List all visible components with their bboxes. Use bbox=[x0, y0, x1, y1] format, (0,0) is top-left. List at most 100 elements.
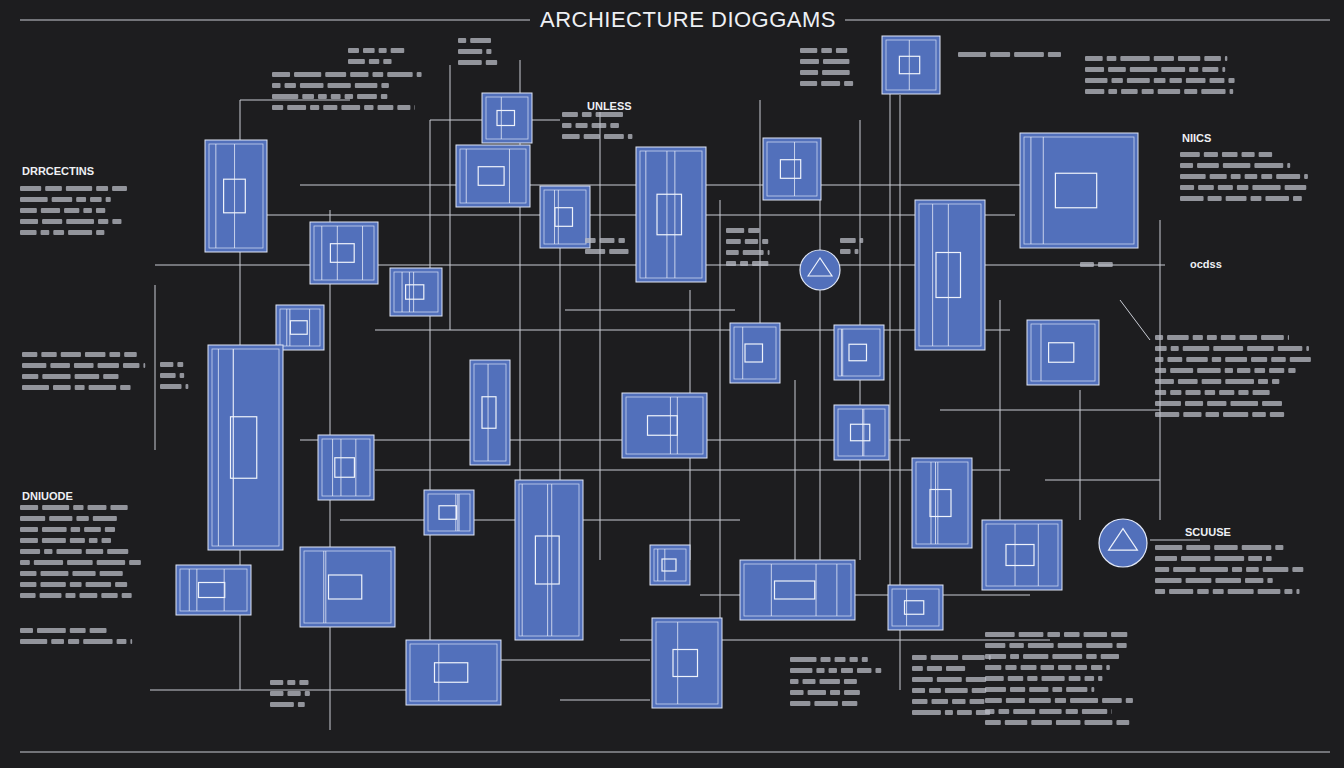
illegible-word bbox=[841, 668, 853, 673]
illegible-word bbox=[22, 374, 38, 379]
section-label: DRRCECTINS bbox=[20, 165, 96, 177]
block-fill bbox=[888, 585, 943, 630]
illegible-word bbox=[160, 384, 182, 389]
illegible-word bbox=[820, 679, 840, 684]
component-block bbox=[482, 93, 532, 143]
illegible-word bbox=[341, 105, 360, 110]
block-fill bbox=[622, 393, 707, 458]
illegible-word bbox=[585, 249, 605, 254]
block-icon bbox=[497, 111, 515, 126]
illegible-word bbox=[1180, 174, 1206, 179]
component-block bbox=[882, 36, 940, 94]
illegible-word bbox=[1021, 665, 1037, 670]
illegible-word bbox=[850, 657, 858, 662]
illegible-word bbox=[1116, 720, 1129, 725]
component-block bbox=[763, 138, 821, 200]
illegible-word bbox=[600, 238, 615, 243]
illegible-word bbox=[844, 81, 853, 86]
illegible-word bbox=[1028, 643, 1054, 648]
illegible-word bbox=[1005, 720, 1027, 725]
diagram-title: ARCHIECTURE DIOGGAMS bbox=[534, 7, 842, 33]
illegible-word bbox=[800, 59, 819, 64]
illegible-word bbox=[1080, 262, 1094, 267]
illegible-word bbox=[70, 538, 85, 543]
illegible-word bbox=[1266, 556, 1272, 561]
illegible-word bbox=[66, 219, 94, 224]
block-detail bbox=[863, 409, 864, 456]
block-detail bbox=[196, 569, 197, 611]
illegible-word bbox=[985, 698, 1002, 703]
block-fill bbox=[1020, 133, 1138, 248]
illegible-word bbox=[1204, 56, 1221, 61]
illegible-word bbox=[562, 112, 578, 117]
illegible-word bbox=[1155, 412, 1179, 417]
illegible-word bbox=[1261, 335, 1284, 340]
illegible-word bbox=[310, 105, 319, 110]
illegible-word bbox=[355, 83, 378, 88]
illegible-word bbox=[1186, 357, 1208, 362]
component-block bbox=[1020, 133, 1138, 248]
illegible-word bbox=[875, 668, 881, 673]
illegible-word bbox=[305, 691, 310, 696]
illegible-word bbox=[1117, 643, 1127, 648]
block-detail bbox=[309, 309, 310, 346]
block-icon bbox=[936, 253, 961, 298]
component-block bbox=[424, 490, 474, 535]
illegible-word bbox=[945, 710, 953, 715]
block-icon bbox=[780, 160, 800, 179]
illegible-word bbox=[1251, 357, 1267, 362]
illegible-word bbox=[1107, 56, 1117, 61]
illegible-word bbox=[1084, 720, 1112, 725]
illegible-word bbox=[129, 560, 141, 565]
block-icon bbox=[745, 344, 763, 362]
illegible-word bbox=[41, 230, 50, 235]
illegible-word bbox=[1155, 401, 1181, 406]
illegible-word bbox=[823, 59, 849, 64]
illegible-word bbox=[1126, 698, 1133, 703]
illegible-word bbox=[124, 352, 137, 357]
illegible-word bbox=[53, 385, 71, 390]
illegible-word bbox=[84, 527, 101, 532]
illegible-word bbox=[829, 668, 837, 673]
illegible-word bbox=[372, 72, 383, 77]
illegible-word bbox=[1246, 567, 1259, 572]
illegible-word bbox=[1304, 174, 1308, 179]
illegible-word bbox=[1027, 676, 1037, 681]
block-detail bbox=[930, 462, 931, 544]
illegible-word bbox=[1263, 567, 1289, 572]
block-detail bbox=[937, 462, 938, 544]
illegible-word bbox=[299, 680, 308, 685]
illegible-word bbox=[486, 60, 497, 65]
illegible-word bbox=[1269, 368, 1284, 373]
illegible-word bbox=[966, 677, 986, 682]
illegible-word bbox=[1245, 174, 1258, 179]
component-block bbox=[636, 147, 706, 282]
illegible-word bbox=[357, 94, 377, 99]
illegible-word bbox=[1178, 56, 1200, 61]
section-label: ocdss bbox=[1188, 258, 1224, 270]
illegible-word bbox=[748, 228, 759, 233]
block-icon bbox=[335, 458, 355, 478]
illegible-word bbox=[932, 699, 949, 704]
block-icon bbox=[930, 490, 951, 517]
illegible-word bbox=[1272, 379, 1279, 384]
block-detail bbox=[1040, 324, 1041, 381]
illegible-word bbox=[86, 582, 112, 587]
illegible-word bbox=[41, 352, 56, 357]
illegible-word bbox=[1253, 390, 1270, 395]
illegible-word bbox=[64, 208, 79, 213]
illegible-word bbox=[1155, 589, 1165, 594]
round-fill bbox=[1099, 519, 1147, 567]
illegible-word bbox=[300, 83, 324, 88]
block-detail bbox=[189, 569, 190, 611]
illegible-word bbox=[89, 538, 98, 543]
illegible-word bbox=[20, 230, 37, 235]
illegible-word bbox=[86, 549, 103, 554]
block-inner bbox=[410, 644, 497, 701]
block-detail bbox=[409, 272, 410, 312]
illegible-word bbox=[1278, 346, 1303, 351]
illegible-word bbox=[414, 105, 416, 110]
illegible-word bbox=[363, 48, 375, 53]
illegible-word bbox=[830, 690, 840, 695]
section-label: SCUUSE bbox=[1183, 526, 1233, 538]
